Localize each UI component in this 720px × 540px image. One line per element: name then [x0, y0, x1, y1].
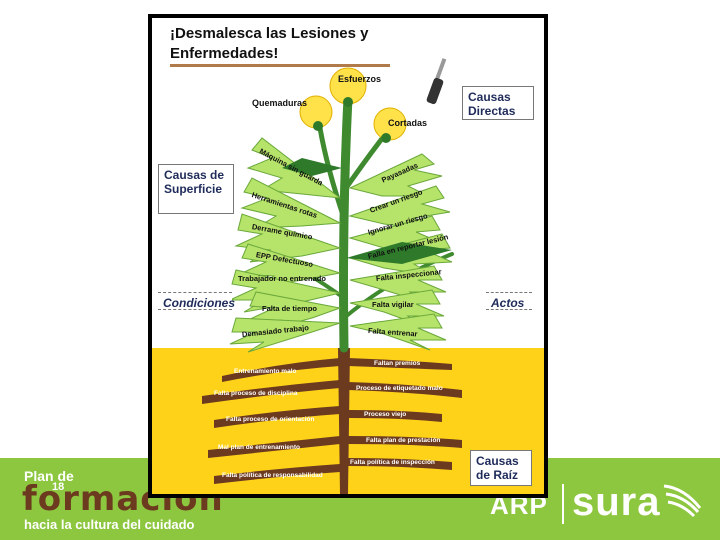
sura-logo-text: sura: [572, 480, 661, 524]
flower-label-quemaduras: Quemaduras: [252, 98, 308, 108]
title-underline: [170, 64, 390, 67]
title-line-1: ¡Desmalesca las Lesiones y: [170, 25, 369, 42]
flower-label-cortadas: Cortadas: [388, 118, 428, 128]
title-line-2: Enfermedades!: [170, 45, 279, 62]
roots: [202, 348, 462, 494]
root-label: Falta política de inspección: [350, 459, 435, 466]
box-causas-directas: Causas Directas: [462, 86, 534, 120]
root-label: Entrenamiento malo: [234, 368, 297, 375]
root-label: Proceso de etiquetado malo: [356, 385, 443, 392]
leaf-label: Trabajador no entrenado: [238, 274, 326, 283]
leaf-label: Falta vigilar: [372, 300, 414, 309]
leaf-label: Falta de tiempo: [262, 304, 318, 313]
plant-illustration: [202, 58, 462, 494]
left-leaves: [229, 137, 342, 353]
box-causas-superficie: Causas de Superficie: [158, 164, 234, 214]
box-condiciones: Condiciones: [158, 292, 235, 310]
root-label: Faltan premios: [374, 360, 421, 367]
page-number: 18: [52, 481, 65, 493]
flower-label-esfuerzos: Esfuerzos: [338, 74, 382, 84]
root-label: Falta proceso de orientación: [226, 416, 315, 423]
brand-tagline: hacia la cultura del cuidado: [24, 517, 195, 532]
diagram-canvas: ¡Desmalesca las Lesiones y Enfermedades!…: [152, 18, 544, 494]
dark-leaves: [282, 158, 452, 264]
sura-swoosh-icon: [663, 484, 702, 518]
box-causas-raiz: Causas de Raíz: [470, 450, 532, 486]
root-label: Falta proceso de disciplina: [214, 390, 298, 397]
digging-tool-icon: [426, 58, 447, 105]
brand-plan-de: Plan de: [24, 468, 74, 484]
diagram-title: ¡Desmalesca las Lesiones y Enfermedades!: [170, 24, 410, 64]
logo-divider: [562, 484, 564, 524]
box-actos: Actos: [486, 292, 532, 310]
root-label: Falta plan de prestación: [366, 437, 441, 444]
root-label: Falta política de responsabilidad: [222, 472, 323, 479]
root-label: Mal plan de entrenamiento: [218, 444, 300, 451]
flowers: [299, 67, 407, 143]
root-label: Proceso viejo: [364, 411, 407, 418]
diagram-frame: ¡Desmalesca las Lesiones y Enfermedades!…: [148, 14, 548, 498]
